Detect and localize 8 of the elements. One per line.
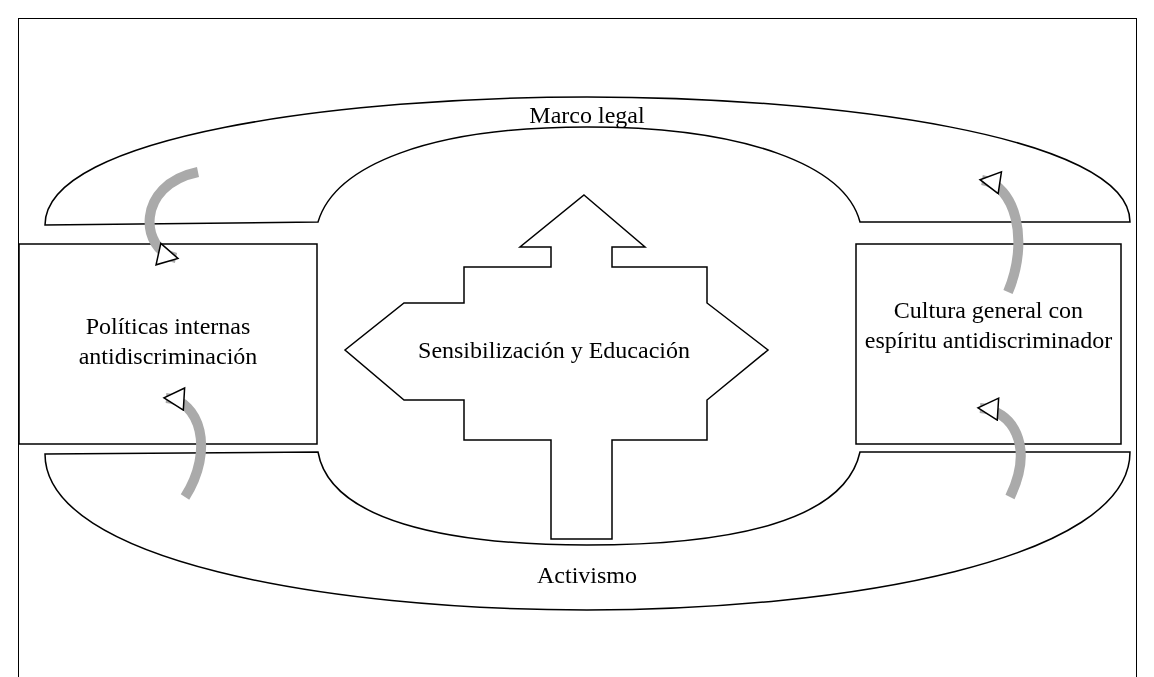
curved-arrow [979, 173, 1024, 294]
node-label: Sensibilización y Educación [417, 336, 691, 365]
curved-arrow [163, 389, 206, 500]
node-label: Marco legal [528, 101, 646, 130]
curved-arrow [144, 167, 200, 263]
node-label: Cultura general con espíritu antidiscriminador [863, 296, 1114, 355]
node-label: Políticas internas antidiscriminación [77, 312, 259, 371]
node-label: Activismo [536, 561, 638, 590]
